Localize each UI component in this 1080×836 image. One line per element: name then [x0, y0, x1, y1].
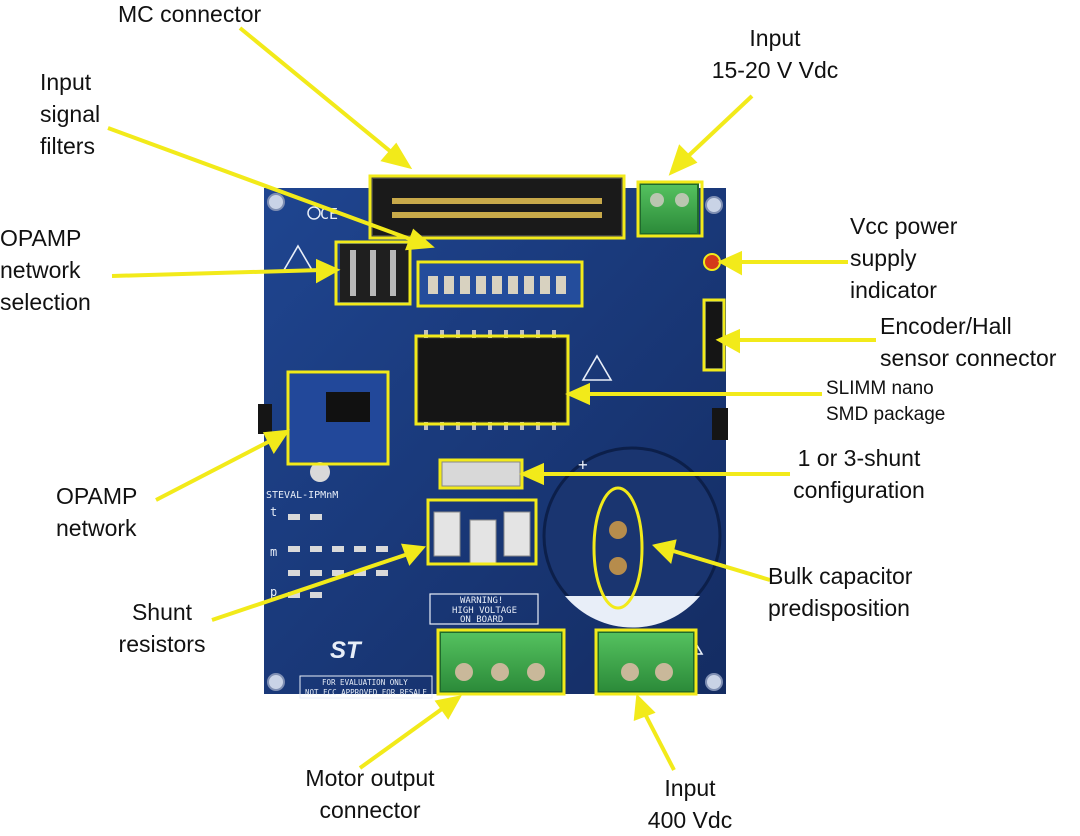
label-shunt-configuration: 1 or 3-shunt configuration — [793, 445, 925, 503]
label-vcc-indicator: Vcc power supply indicator — [850, 213, 958, 303]
st-logo: ST — [330, 637, 363, 664]
board-name: STEVAL-IPMnM — [266, 490, 338, 501]
callout-arrows — [107, 26, 876, 771]
label-input-400v: Input 400 Vdc — [647, 775, 733, 833]
capacitor-plus-sign: + — [578, 455, 588, 474]
mounting-holes — [267, 193, 723, 691]
label-bulk-capacitor: Bulk capacitor predisposition — [768, 563, 913, 621]
label-mc-connector: MC connector — [118, 1, 262, 27]
opamp-row-m: m — [270, 545, 277, 559]
opamp-row-p: p — [270, 585, 277, 599]
label-opamp-network: OPAMP network — [56, 483, 138, 541]
eval-line2: NOT FCC APPROVED FOR RESALE — [305, 688, 427, 697]
label-motor-output-connector: Motor output connector — [305, 765, 435, 823]
warning-line2: HIGH VOLTAGE — [452, 606, 517, 616]
label-shunt-resistors: Shunt resistors — [118, 599, 206, 657]
label-input-15-20v: Input 15-20 V Vdc — [711, 25, 839, 83]
label-opamp-network-selection: OPAMP network selection — [0, 225, 91, 315]
warning-line3: ON BOARD — [460, 615, 503, 625]
label-encoder-hall: Encoder/Hall sensor connector — [880, 313, 1057, 371]
label-slimm-package: SLIMM nano SMD package — [826, 378, 946, 425]
label-input-signal-filters: Input signal filters — [40, 69, 101, 159]
opamp-row-t: t — [270, 505, 277, 519]
callout-boxes — [286, 174, 726, 696]
warning-line1: WARNING! — [460, 596, 503, 606]
eval-line1: FOR EVALUATION ONLY — [322, 678, 408, 687]
